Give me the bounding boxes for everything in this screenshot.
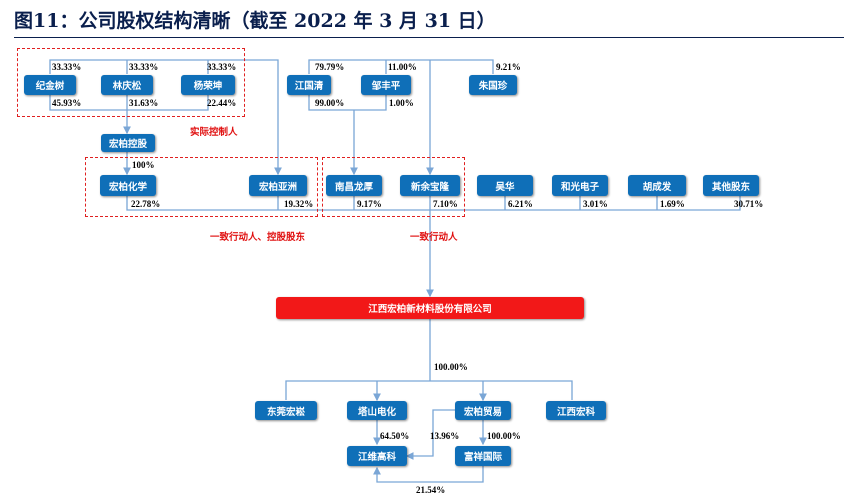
pct-maoyi-fuxiang: 100.00% — [487, 431, 521, 441]
node-hongbai-maoyi: 宏柏贸易 — [455, 401, 511, 420]
node-lin-qingsong: 林庆松 — [101, 75, 153, 95]
pct-huaxue: 22.78% — [131, 199, 161, 209]
node-jiangwei-gaoke: 江维高科 — [347, 446, 407, 466]
pct-fuxiang-jiangwei: 21.54% — [416, 485, 446, 495]
node-heguang-dianzi: 和光电子 — [552, 175, 608, 196]
pct-konggu-huaxue: 100% — [132, 160, 155, 170]
concert-controlling-dashbox — [85, 157, 318, 217]
pct-tashan-jiangwei: 64.50% — [380, 431, 410, 441]
label-concert-controlling: 一致行动人、控股股东 — [210, 232, 306, 243]
node-wu-hua: 吴华 — [477, 175, 533, 196]
pct-company-sub: 100.00% — [434, 362, 468, 372]
node-ji-jinshu: 纪金树 — [24, 75, 76, 95]
pct-heguang: 3.01% — [583, 199, 608, 209]
pct-zhu-top: 9.21% — [496, 62, 521, 72]
pct-baolong: 7.10% — [433, 199, 458, 209]
label-actual-controller: 实际控制人 — [190, 127, 238, 138]
pct-jiang-bottom: 99.00% — [315, 98, 345, 108]
figure-title: 图11：公司股权结构清晰（截至 2022 年 3 月 31 日） — [14, 10, 496, 32]
pct-yang-bottom: 22.44% — [207, 98, 237, 108]
pct-hucheng: 1.69% — [660, 199, 685, 209]
node-tashan-dianhua: 塔山电化 — [347, 401, 407, 420]
node-xinyu-baolong: 新余宝隆 — [400, 175, 460, 196]
node-jiangxi-hongke: 江西宏科 — [546, 401, 606, 420]
node-hongbai-konggu: 宏柏控股 — [101, 134, 155, 152]
node-hu-chengfa: 胡成发 — [628, 175, 686, 196]
pct-zou-top: 11.00% — [388, 62, 417, 72]
title-rule — [14, 37, 844, 38]
pct-lin-bottom: 31.63% — [129, 98, 159, 108]
node-dongguan-hongsong: 东莞宏崧 — [255, 401, 317, 420]
node-fuxiang-guoji: 富祥国际 — [455, 446, 511, 466]
node-zhu-guozhen: 朱国珍 — [469, 75, 517, 95]
pct-ji-bottom: 45.93% — [52, 98, 82, 108]
node-jiang-guoqing: 江国清 — [287, 75, 331, 95]
pct-jiang-top: 79.79% — [315, 62, 345, 72]
actual-controller-dashbox — [17, 48, 245, 117]
pct-yazhou: 19.32% — [284, 199, 314, 209]
node-hongbai-huaxue: 宏柏化学 — [100, 175, 156, 196]
pct-ji-top: 33.33% — [52, 62, 82, 72]
pct-maoyi-jiangwei: 13.96% — [430, 431, 460, 441]
node-company: 江西宏柏新材料股份有限公司 — [276, 297, 584, 319]
concert-dashbox — [322, 157, 465, 217]
node-nanchang-longhou: 南昌龙厚 — [326, 175, 382, 196]
label-concert: 一致行动人 — [410, 232, 458, 243]
pct-yang-top: 33.33% — [207, 62, 237, 72]
node-qita-gudong: 其他股东 — [703, 175, 759, 196]
pct-longhou: 9.17% — [357, 199, 382, 209]
node-hongbai-yazhou: 宏柏亚洲 — [249, 175, 307, 196]
pct-wuhua: 6.21% — [508, 199, 533, 209]
node-yang-rongkun: 杨荣坤 — [181, 75, 235, 95]
pct-lin-top: 33.33% — [129, 62, 159, 72]
pct-zou-bottom: 1.00% — [389, 98, 414, 108]
pct-qita: 30.71% — [734, 199, 764, 209]
node-zou-fengping: 邹丰平 — [361, 75, 411, 95]
